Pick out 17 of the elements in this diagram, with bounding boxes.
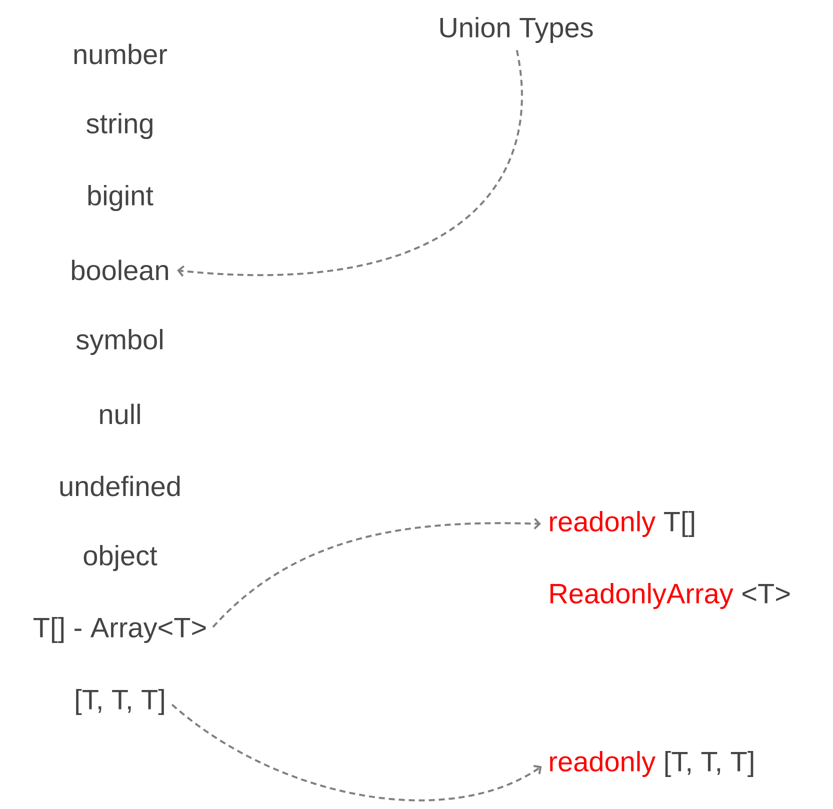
- code-label: readonly [T, T, T]: [550, 750, 754, 778]
- arrow: [177, 50, 522, 277]
- type-label: bigint: [88, 184, 154, 212]
- arrow: [212, 518, 541, 628]
- type-label: T[] - Array<T>: [34, 616, 206, 644]
- type-label: null: [100, 404, 140, 424]
- arrow: [171, 704, 542, 802]
- type-label: [T, T, T]: [76, 688, 164, 716]
- type-label: object: [84, 544, 158, 572]
- type-label: boolean: [72, 260, 168, 280]
- code-label: ReadonlyArray <T>: [550, 582, 790, 610]
- type-label: string: [86, 112, 152, 140]
- type-label: symbol: [76, 328, 162, 356]
- type-label: undefined: [60, 476, 180, 496]
- heading: Union Types: [440, 16, 593, 44]
- code-label: readonly T[]: [550, 510, 694, 538]
- type-label: number: [74, 44, 167, 64]
